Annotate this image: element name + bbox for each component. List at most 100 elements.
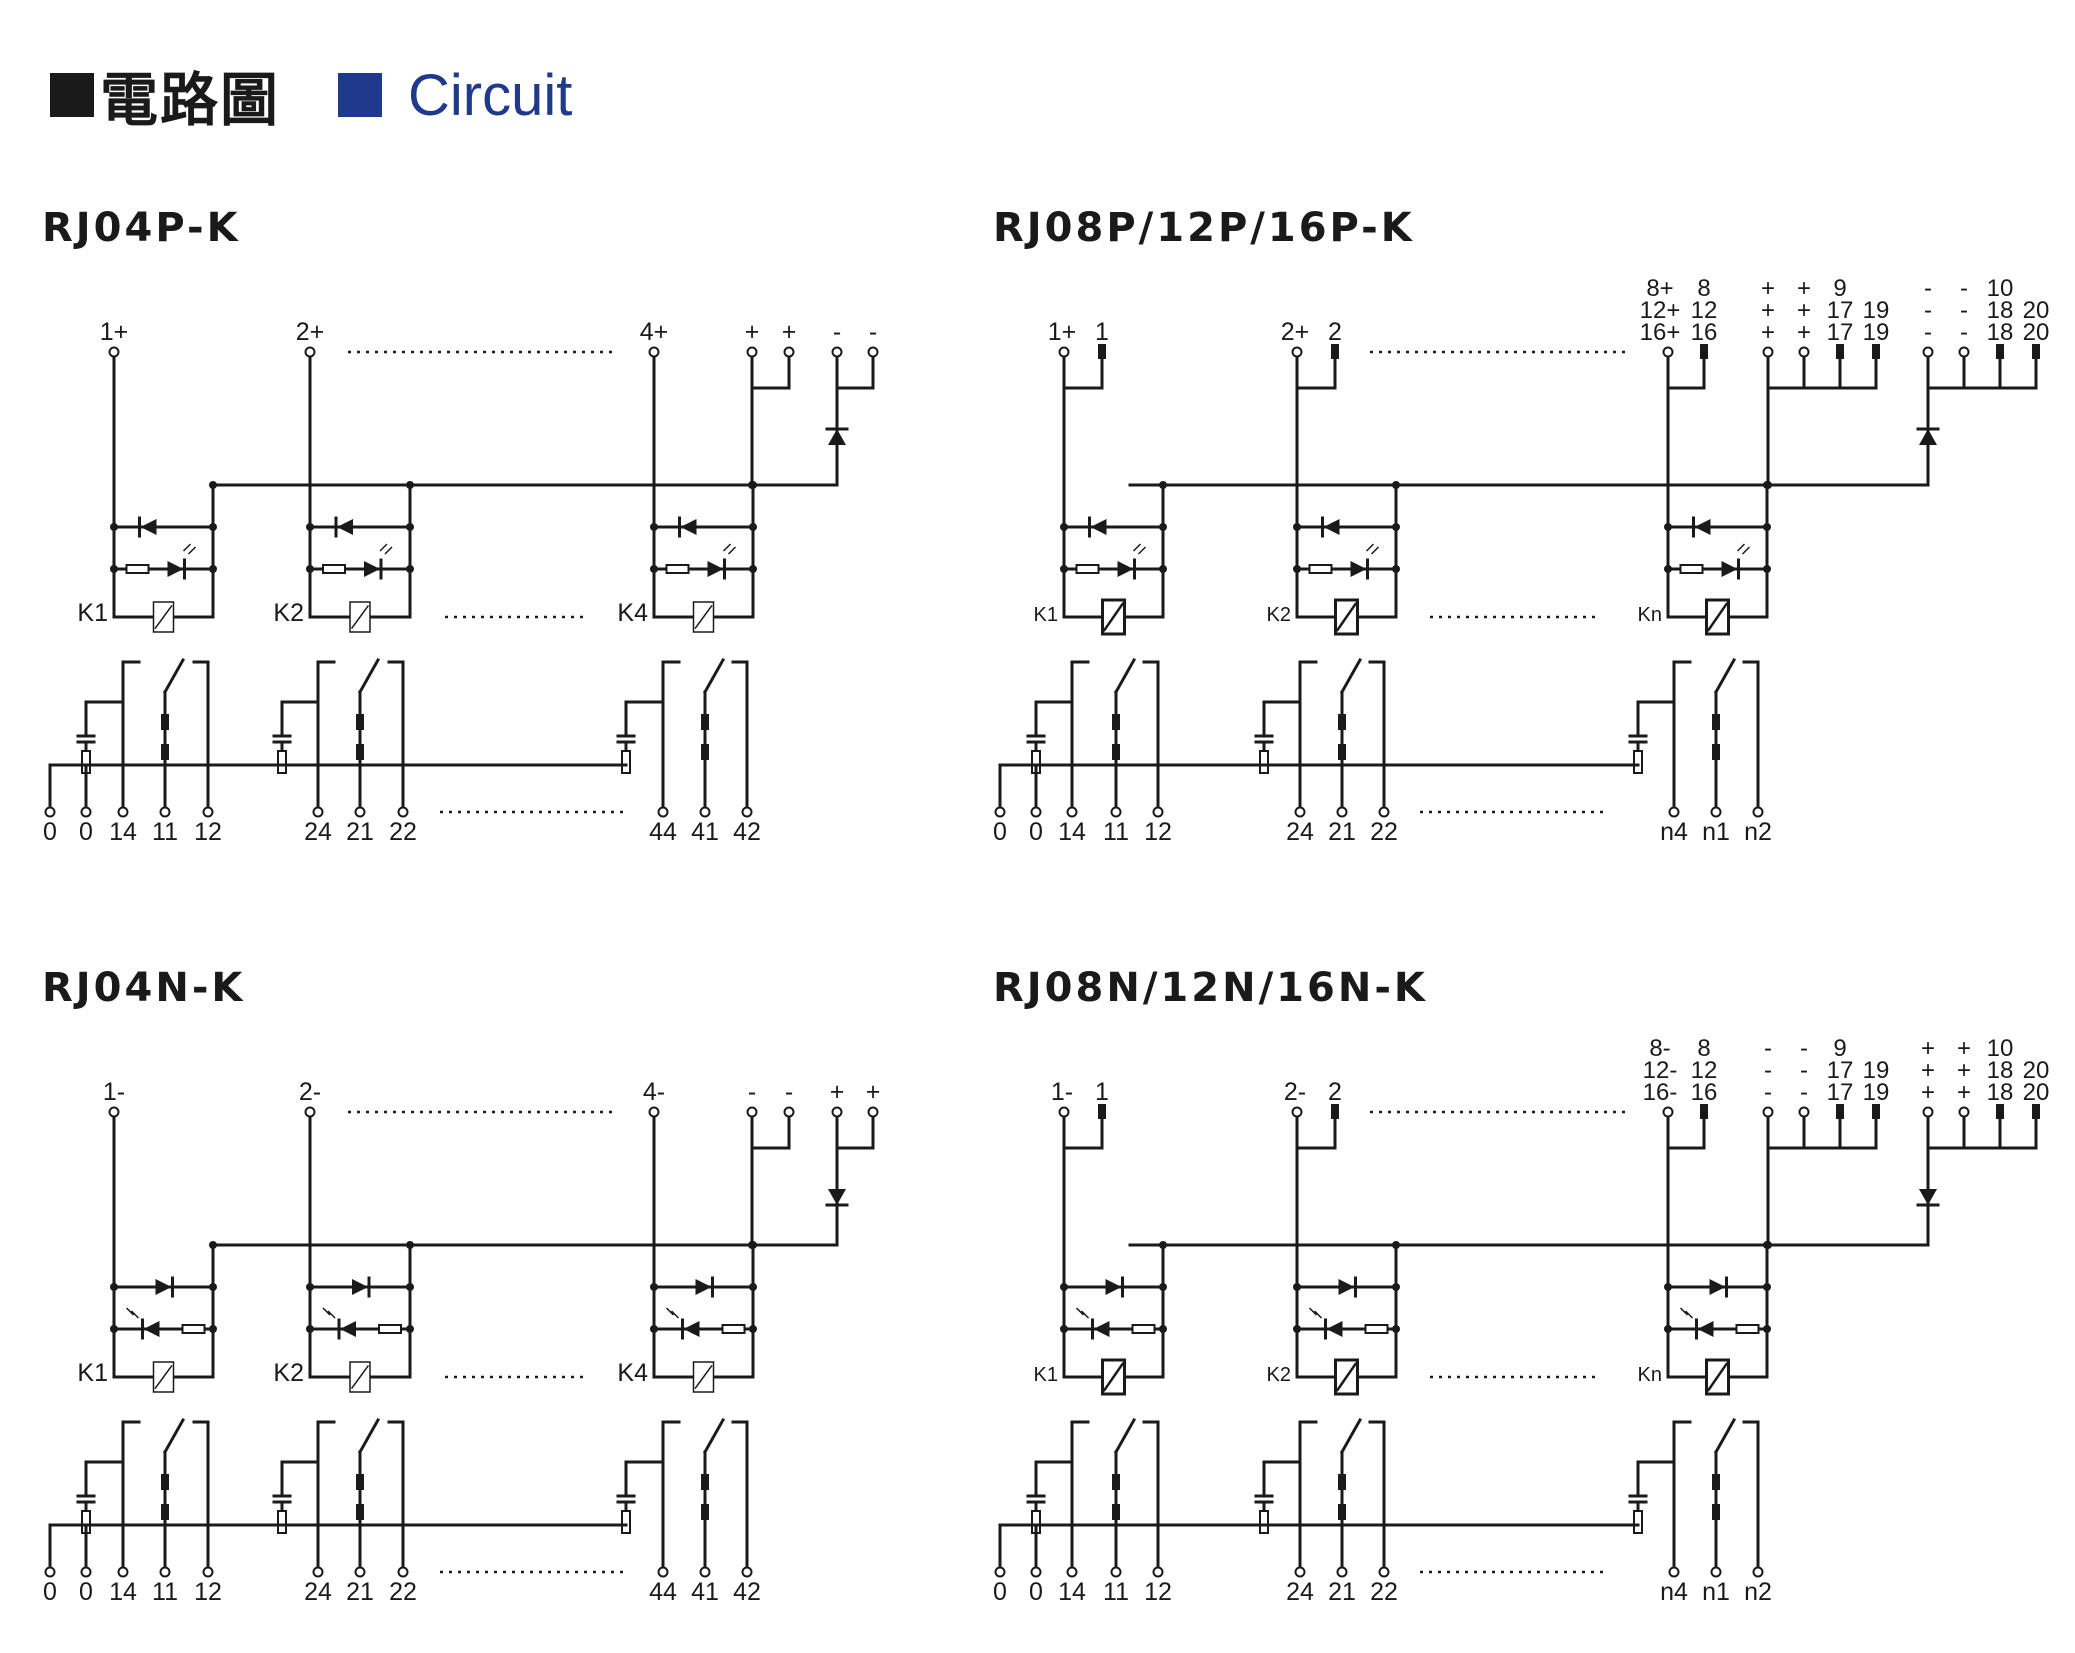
common-label: +	[745, 318, 760, 346]
diode-icon	[1090, 519, 1107, 535]
output-terminal	[657, 806, 669, 818]
junction-dot	[1392, 565, 1400, 573]
output-label: n4	[1660, 818, 1688, 846]
junction-dot	[1664, 1283, 1672, 1291]
terminal-label: 8-	[1649, 1035, 1670, 1062]
output-label: 21	[346, 1578, 374, 1606]
contact-block	[1338, 744, 1346, 760]
output-label: 41	[691, 1578, 719, 1606]
led-icon	[1093, 1321, 1110, 1337]
output-terminal	[202, 1566, 214, 1578]
output-terminal	[44, 806, 56, 818]
contact-blade	[1113, 1417, 1137, 1455]
common-terminal	[867, 1106, 879, 1118]
terminal-label: 12	[1691, 1057, 1718, 1084]
terminal	[1798, 346, 1810, 358]
junction-dot	[1763, 1241, 1771, 1249]
contact-block	[1712, 744, 1720, 760]
junction-dot	[406, 565, 414, 573]
panel-title-rj04p: RJ04P-K	[42, 205, 241, 251]
junction-dot	[1664, 523, 1672, 531]
output-label: 14	[1058, 818, 1086, 846]
junction-dot	[1763, 565, 1771, 573]
output-terminal	[397, 806, 409, 818]
terminal	[1922, 346, 1934, 358]
light-arrow-icon	[322, 1307, 336, 1319]
output-label: 12	[1144, 1578, 1172, 1606]
diode-icon	[1323, 519, 1340, 535]
output-terminal	[354, 1566, 366, 1578]
common-diode-icon	[828, 429, 846, 445]
output-label: 42	[733, 1578, 761, 1606]
contact-block	[1338, 714, 1346, 730]
terminal-label: +	[1921, 1035, 1935, 1062]
light-arrow-icon	[1075, 1307, 1090, 1319]
coil-diagonal	[154, 1364, 173, 1390]
output-terminal	[1752, 1566, 1764, 1578]
junction-dot	[1159, 523, 1167, 531]
terminal-filled	[1836, 344, 1844, 359]
common-diode-icon	[828, 1189, 846, 1205]
common-terminal	[783, 346, 795, 358]
junction-dot	[1060, 523, 1068, 531]
output-label: 0	[79, 1578, 93, 1606]
light-arrow-icon	[1365, 543, 1380, 555]
junction-dot	[1060, 565, 1068, 573]
output-label: 24	[304, 1578, 332, 1606]
light-arrow-icon	[125, 1307, 140, 1319]
contact-block	[356, 1504, 364, 1520]
terminal-label: -	[1764, 1079, 1772, 1106]
terminal-label: +	[1797, 319, 1811, 346]
coil-diagonal	[1335, 602, 1358, 632]
junction-dot	[209, 565, 217, 573]
contact-block	[1712, 1474, 1720, 1490]
output-label: 24	[1286, 1578, 1314, 1606]
junction-dot	[749, 1325, 757, 1333]
coil-label: K2	[273, 1359, 304, 1387]
output-terminal	[202, 806, 214, 818]
junction-dot	[110, 565, 118, 573]
junction-dot	[1763, 481, 1771, 489]
output-terminal	[1336, 1566, 1348, 1578]
common-terminal	[746, 346, 758, 358]
junction-dot	[209, 1325, 217, 1333]
light-arrow-icon	[1132, 543, 1147, 555]
input-label: 2+	[1281, 318, 1310, 346]
diode-icon	[337, 519, 353, 535]
terminal-filled	[1700, 1104, 1708, 1119]
junction-dot	[406, 481, 414, 489]
output-label: 11	[1103, 818, 1129, 846]
output-label: 14	[109, 1578, 137, 1606]
junction-dot	[1159, 1283, 1167, 1291]
junction-dot	[749, 1241, 757, 1249]
junction-dot	[1392, 1241, 1400, 1249]
terminal-label: 10	[1987, 275, 2014, 302]
junction-dot	[1060, 1325, 1068, 1333]
coil-diagonal	[350, 1364, 370, 1390]
resistor-icon	[1735, 1324, 1760, 1334]
output-terminal	[1030, 1566, 1042, 1578]
output-terminal	[994, 1566, 1006, 1578]
contact-block	[161, 744, 169, 760]
coil-label: K1	[1034, 604, 1058, 626]
contact-block	[356, 1474, 364, 1490]
diode-icon	[1105, 1279, 1122, 1295]
title-english: Circuit	[408, 62, 573, 128]
junction-dot	[1293, 1283, 1301, 1291]
terminal	[1958, 346, 1970, 358]
junction-dot	[1392, 1283, 1400, 1291]
coil-diagonal	[1335, 1362, 1358, 1392]
resistor-icon	[277, 750, 287, 774]
output-label: 24	[304, 818, 332, 846]
light-arrow-icon	[379, 543, 393, 555]
resistor-icon	[1633, 1510, 1643, 1534]
output-terminal	[80, 806, 92, 818]
junction-dot	[306, 523, 314, 531]
terminal-filled	[1996, 344, 2004, 359]
terminal	[1922, 1106, 1934, 1118]
coil-label: Kn	[1638, 1364, 1662, 1386]
input-label: 1-	[103, 1078, 125, 1106]
terminal-label: 16+	[1640, 319, 1681, 346]
terminal-label: 18	[1987, 297, 2014, 324]
junction-dot	[1392, 1325, 1400, 1333]
